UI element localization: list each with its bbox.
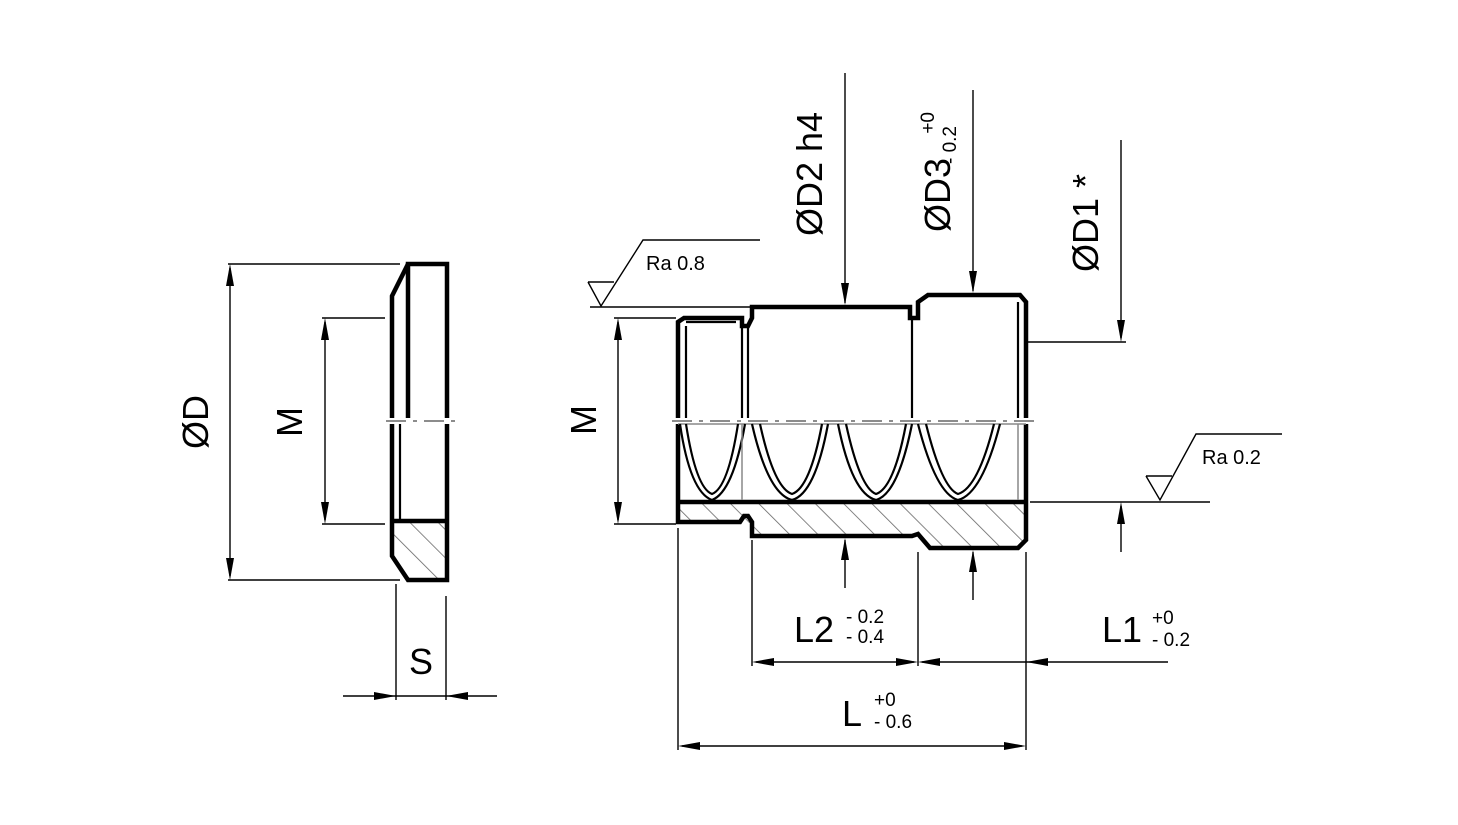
- washer-outline: [405, 261, 450, 418]
- l1-tol-lower: - 0.2: [1152, 630, 1190, 651]
- s-label: S: [409, 641, 433, 682]
- d3-tol-lower: - 0.2: [940, 126, 961, 164]
- d1-label: ØD1 *: [1065, 174, 1106, 272]
- l-tol-lower: - 0.6: [874, 712, 912, 733]
- insert-section-hatch: [678, 502, 1024, 548]
- od-label: ØD: [175, 395, 216, 449]
- l-tol-upper: +0: [874, 690, 896, 711]
- insert-outline-bottom: [675, 424, 1029, 551]
- m-label-washer: M: [269, 407, 310, 437]
- thread-helix: [678, 423, 1019, 502]
- d3-label: ØD3: [917, 158, 958, 232]
- ra-top-label: Ra 0.8: [646, 253, 705, 275]
- roughness-symbol-bottom: Ra 0.2: [1145, 433, 1282, 502]
- d2-label: ØD2 h4: [789, 112, 830, 236]
- l2-label: L2: [794, 609, 834, 650]
- l1-label: L1: [1102, 609, 1142, 650]
- l2-tol-upper: - 0.2: [846, 607, 884, 628]
- insert-outline-top: [675, 292, 1029, 418]
- washer-chamfer-top: [389, 262, 411, 418]
- insert-view: M ØD2 h4 ØD3 +0 - 0.2 ØD1 * L2 - 0.2 - 0…: [563, 73, 1282, 750]
- washer-view: ØD M S: [175, 261, 497, 700]
- washer-section-hatch: [392, 523, 447, 580]
- m-label-insert: M: [563, 405, 604, 435]
- l2-tol-lower: - 0.4: [846, 627, 884, 648]
- l1-tol-upper: +0: [1152, 608, 1174, 629]
- ra-bottom-label: Ra 0.2: [1202, 447, 1261, 469]
- washer-outline-lower: [389, 424, 450, 583]
- l-label: L: [842, 693, 862, 734]
- d3-tol-upper: +0: [918, 112, 939, 134]
- roughness-symbol-top: Ra 0.8: [587, 239, 760, 308]
